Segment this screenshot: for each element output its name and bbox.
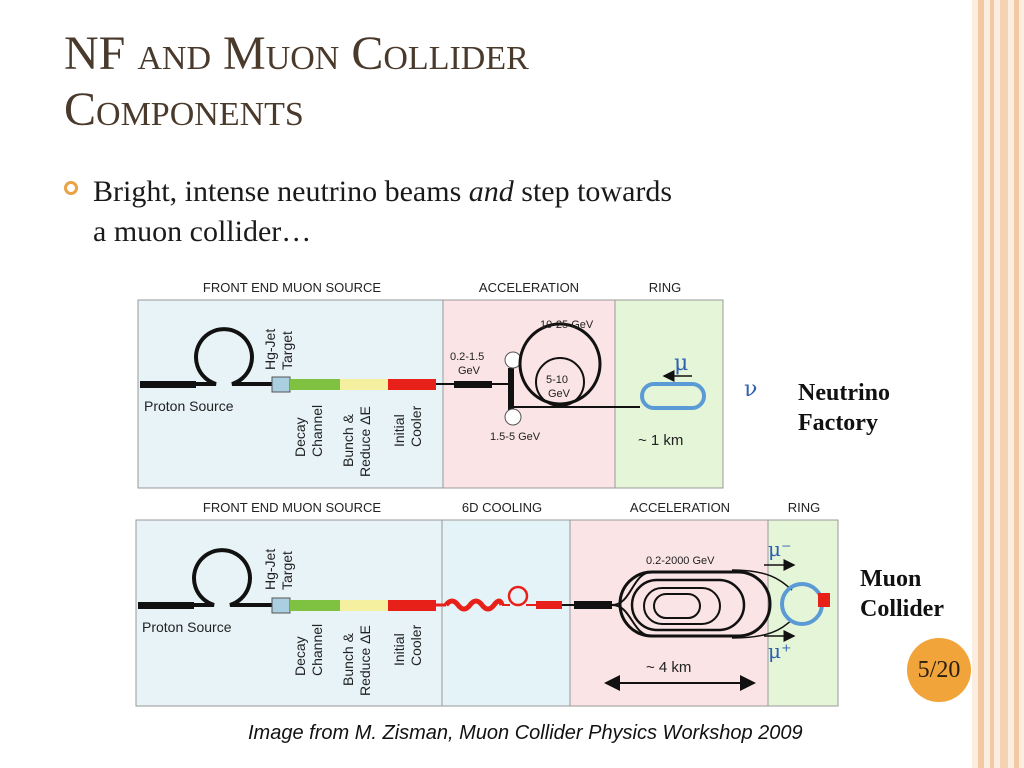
nf-decay-label-2: Channel (309, 405, 325, 457)
mc-header-cooling: 6D COOLING (462, 500, 542, 515)
nf-energy-3a: 5-10 (546, 374, 568, 386)
muon-collider-line-2: Collider (860, 596, 944, 622)
mc-proton-source-label: Proton Source (142, 619, 232, 635)
mc-cooling-ring (507, 585, 529, 607)
bullet-part-1: Bright, intense neutrino beams (93, 175, 469, 208)
nf-rla-large (518, 322, 602, 406)
mc-ring-region (767, 519, 839, 707)
nf-proton-ring (194, 327, 272, 386)
nf-length-label: ~ 1 km (638, 432, 683, 449)
title-line-2: Components (64, 83, 304, 136)
mc-proton-beam (138, 602, 194, 609)
mc-target-label-2: Target (279, 551, 295, 590)
nf-bunch-label-2: Reduce ΔE (357, 406, 373, 477)
mc-proton-ring (192, 548, 272, 607)
muon-collider-label: Muon Collider (860, 564, 944, 624)
bullet-line-2: a muon collider… (93, 215, 312, 248)
mc-cooler-label-1: Initial (391, 633, 407, 666)
nf-ring-region (614, 299, 724, 489)
nf-target (271, 376, 291, 393)
nf-bunch (340, 379, 388, 390)
mc-mu-plus-symbol: μ⁺ (768, 639, 792, 663)
nf-energy-1a: 0.2-1.5 (450, 351, 484, 363)
mc-decay-label-2: Channel (309, 624, 325, 676)
mc-accel-region (569, 519, 769, 707)
mc-cooler-label-2: Cooler (408, 624, 424, 666)
nf-mu-symbol: μ (674, 351, 688, 376)
bullet-emphasis: and (468, 175, 514, 208)
nf-energy-2: 10-25 GeV (540, 319, 594, 331)
components-diagram: FRONT END MUON SOURCE ACCELERATION RING … (135, 280, 839, 707)
decorative-stripes (972, 0, 1024, 768)
bullet-marker (64, 181, 78, 195)
nf-proton-source-label: Proton Source (144, 398, 234, 414)
mc-6d-cooling-wave (444, 598, 505, 612)
mc-length-label: ~ 4 km (646, 659, 691, 676)
mc-target-label-1: Hg-Jet (262, 549, 278, 590)
nf-cooler-label-1: Initial (391, 414, 407, 447)
mc-detector (818, 593, 830, 607)
bullet-part-2: step towards (513, 175, 673, 208)
mc-cooler (388, 600, 436, 611)
nf-decay-ring (640, 382, 706, 410)
mc-bunch-label-2: Reduce ΔE (357, 625, 373, 696)
mc-cooling-region (441, 519, 571, 707)
nf-header-acceleration: ACCELERATION (479, 280, 579, 295)
mc-header-ring: RING (788, 500, 821, 515)
neutrino-factory-label: Neutrino Factory (798, 378, 890, 438)
title-line-1: NF and Muon Collider (64, 27, 529, 80)
nf-nu-symbol: ν (744, 377, 757, 402)
mc-decay-label-1: Decay (292, 636, 308, 676)
neutrino-factory-line-1: Neutrino (798, 380, 890, 406)
mc-header-frontend: FRONT END MUON SOURCE (203, 500, 381, 515)
nf-switchyard (508, 368, 514, 412)
mc-mu-minus-symbol: μ⁻ (768, 537, 792, 561)
nf-decay-channel (290, 379, 340, 390)
nf-proton-beam (140, 381, 196, 388)
mc-decay-channel (290, 600, 340, 611)
mc-diagram: FRONT END MUON SOURCE 6D COOLING ACCELER… (135, 500, 839, 707)
mc-bunch (340, 600, 388, 611)
nf-energy-3b: GeV (548, 388, 571, 400)
nf-linac (454, 381, 492, 388)
nf-diagram: FRONT END MUON SOURCE ACCELERATION RING … (137, 280, 757, 489)
nf-header-ring: RING (649, 280, 682, 295)
image-caption: Image from M. Zisman, Muon Collider Phys… (248, 722, 803, 744)
mc-racetracks (611, 570, 772, 638)
nf-decay-label-1: Decay (292, 417, 308, 457)
mc-energy-label: 0.2-2000 GeV (646, 555, 715, 567)
nf-energy-1b: GeV (458, 365, 481, 377)
nf-header-frontend: FRONT END MUON SOURCE (203, 280, 381, 295)
mc-linac (574, 601, 612, 609)
page-number-badge: 5/20 (907, 638, 971, 702)
mc-bunch-label-1: Bunch & (340, 632, 356, 686)
nf-target-label-1: Hg-Jet (262, 329, 278, 370)
slide-title: NF and Muon Collider Components (64, 26, 964, 138)
muon-collider-line-1: Muon (860, 566, 922, 592)
neutrino-factory-line-2: Factory (798, 410, 878, 436)
mc-cooling-block (536, 601, 562, 609)
nf-target-label-2: Target (279, 331, 295, 370)
mc-target (271, 597, 291, 614)
mc-header-acceleration: ACCELERATION (630, 500, 730, 515)
nf-frontend-region (137, 299, 444, 489)
nf-arc-bottom (504, 408, 522, 426)
bullet-text: Bright, intense neutrino beams and step … (93, 172, 893, 252)
nf-energy-4: 1.5-5 GeV (490, 431, 541, 443)
nf-cooler (388, 379, 436, 390)
nf-bunch-label-1: Bunch & (340, 413, 356, 467)
nf-cooler-label-2: Cooler (408, 405, 424, 447)
